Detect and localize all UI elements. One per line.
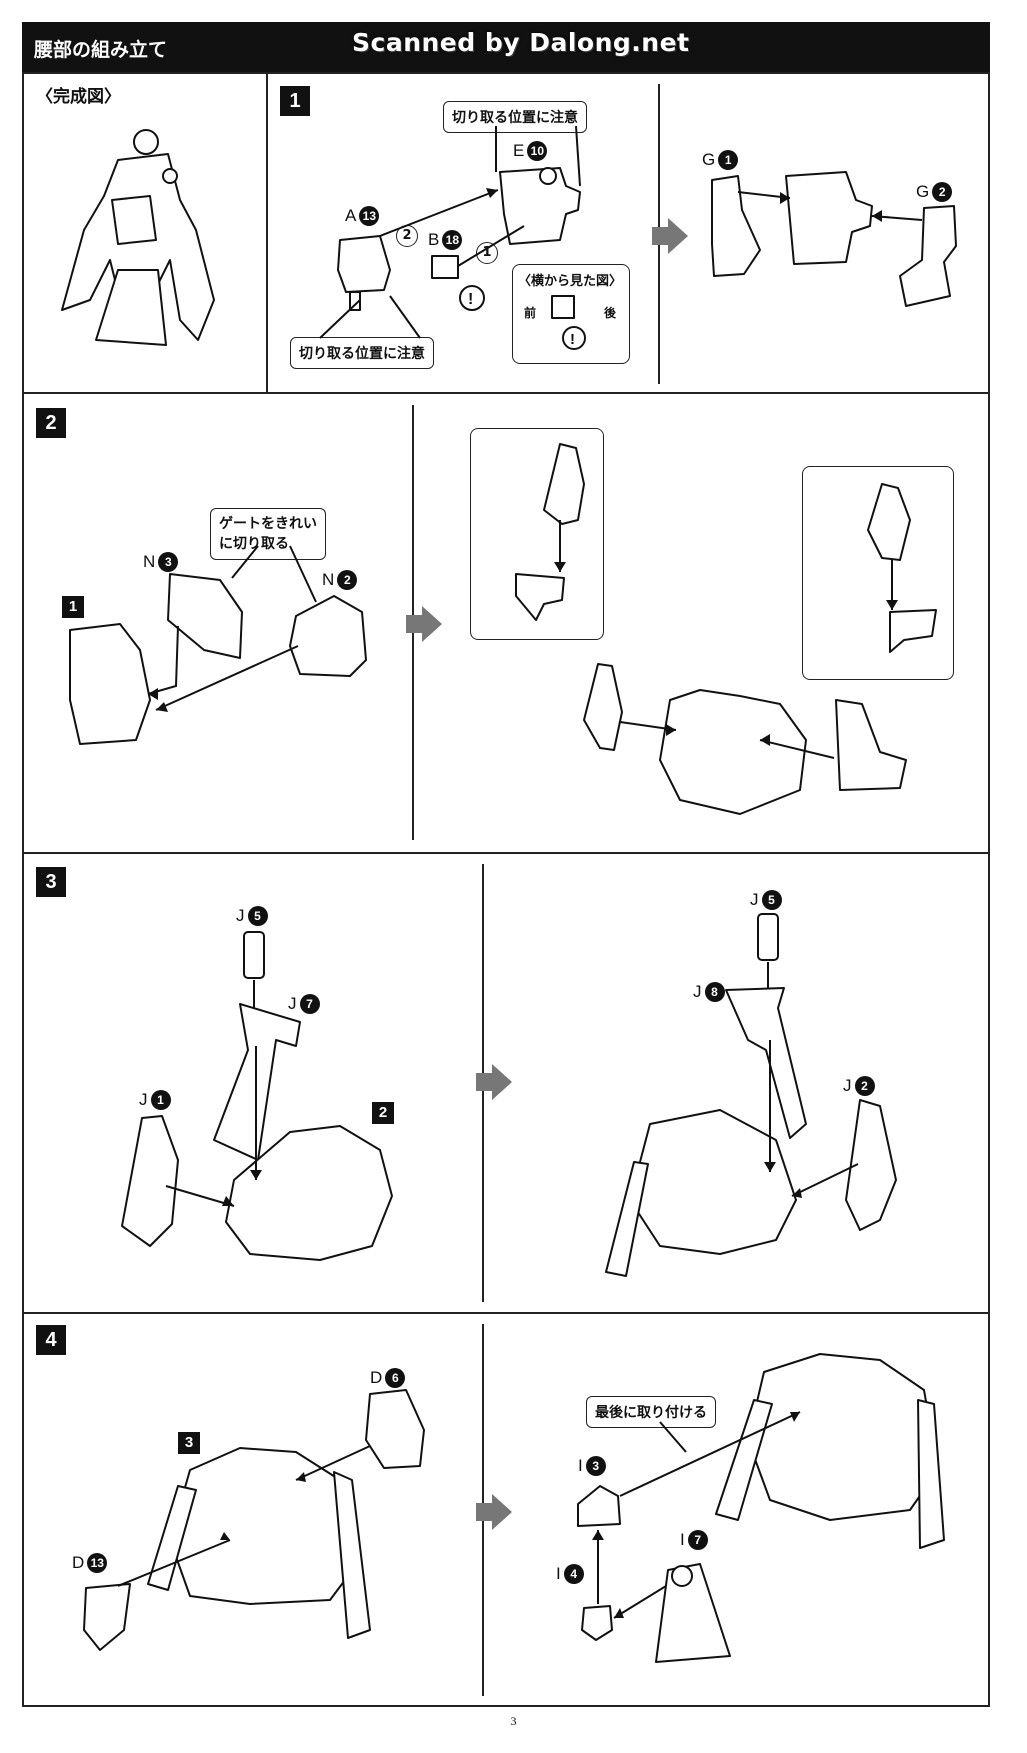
part-j8-shape — [725, 987, 807, 1139]
step-3-number: 3 — [36, 867, 66, 897]
flow-arrow-4 — [476, 1494, 512, 1530]
waist-core-shape — [785, 171, 873, 265]
section-header: 腰部の組み立て Scanned by Dalong.net — [22, 22, 990, 72]
scan-watermark: Scanned by Dalong.net — [352, 28, 690, 57]
order-marker-2: 2 — [396, 225, 418, 247]
part-i7-shape — [655, 1563, 731, 1663]
order-marker-1: 1 — [476, 242, 498, 264]
flow-arrow-2 — [406, 606, 442, 642]
note-cut-position-top: 切り取る位置に注意 — [443, 101, 587, 133]
part-j5-right-shape — [757, 913, 779, 961]
flow-arrow-1 — [652, 218, 688, 254]
part-n3-shape — [167, 573, 243, 659]
part-i4-shape — [581, 1605, 613, 1641]
part-j1-shape — [121, 1115, 179, 1247]
note-attach-last: 最後に取り付ける — [586, 1396, 716, 1428]
note-cut-position-bottom: 切り取る位置に注意 — [290, 337, 434, 369]
part-e10-shape — [499, 167, 581, 245]
step4-right-assembly-shape — [747, 1353, 939, 1521]
part-i3-shape — [577, 1485, 621, 1527]
part-n2-shape — [289, 595, 367, 677]
part-a7-shape — [867, 483, 911, 561]
part-b18-shape — [431, 255, 459, 279]
part-j2-shape — [845, 1099, 897, 1231]
step-2-ref-1: 1 — [62, 596, 84, 618]
step-1-number: 1 — [280, 86, 310, 116]
svg-text:!: ! — [468, 291, 473, 308]
part-g1-shape — [711, 175, 761, 277]
svg-text:!: ! — [570, 331, 575, 348]
step3-left-assembly-shape — [225, 1125, 393, 1261]
completed-waist-figure — [61, 129, 215, 346]
page-number: 3 — [510, 1714, 517, 1728]
part-d13-shape — [83, 1583, 131, 1651]
completed-label: 〈完成図〉 — [36, 87, 121, 107]
part-a13-shape — [337, 235, 391, 293]
side-view-back: 後 — [604, 306, 617, 320]
side-view-title: 〈横から見た図〉 — [518, 273, 623, 288]
part-j4-shape — [515, 573, 565, 621]
side-view-front: 前 — [524, 306, 537, 320]
step4-left-assembly-shape — [169, 1447, 361, 1605]
step-4-number: 4 — [36, 1325, 66, 1355]
part-a8-shape — [543, 443, 585, 525]
section-title: 腰部の組み立て — [34, 39, 168, 61]
step-2-number: 2 — [36, 408, 66, 438]
step2-assembly-shape — [659, 689, 807, 815]
note-clean-gate: ゲートをきれい に切り取る — [210, 508, 326, 560]
part-j3-shape — [889, 609, 937, 653]
step-3-ref-2: 2 — [372, 1102, 394, 1124]
step3-right-assembly-shape — [629, 1109, 797, 1255]
part-d6-shape — [365, 1389, 425, 1469]
step2-core-shape — [69, 623, 151, 745]
part-g2-shape — [899, 205, 957, 307]
part-j5-left-shape — [243, 931, 265, 979]
flow-arrow-3 — [476, 1064, 512, 1100]
step-4-ref-3: 3 — [178, 1432, 200, 1454]
